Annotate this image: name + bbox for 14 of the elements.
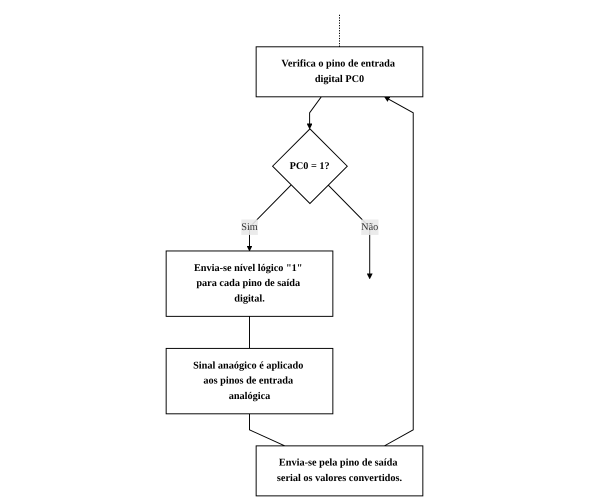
node-diamond: PC0 = 1?: [272, 128, 348, 204]
arrow: [246, 184, 292, 252]
arrow: [328, 184, 373, 280]
arrow: [384, 96, 414, 446]
node-box: Envia-se pela pino de saída serial os valores convertidos.: [256, 445, 424, 496]
edge-label: Sim: [241, 221, 258, 232]
arrow: [306, 96, 322, 130]
connector: [249, 316, 250, 349]
connector: [339, 14, 340, 48]
connector: [249, 413, 286, 446]
node-box: Sinal anaógico é aplicado aos pinos de entrada analógica: [166, 348, 334, 414]
node-box: Envia-se nível lógico "1" para cada pino de saída digital.: [166, 250, 334, 317]
node-box: Verifica o pino de entrada digital PC0: [256, 46, 424, 98]
edge-label: Não: [361, 221, 378, 232]
